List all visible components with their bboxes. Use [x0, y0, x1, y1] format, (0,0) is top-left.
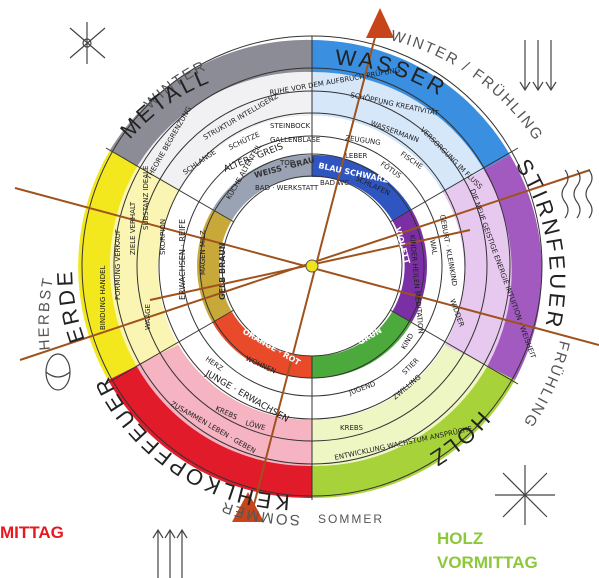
holz-label: HOLZ	[437, 529, 484, 548]
bottom-triangle-marker	[232, 492, 264, 522]
erde-text-7: ERWACHSEN · REIFE	[178, 219, 187, 300]
waves-icon	[561, 169, 593, 219]
wasser-text-7: LEBER	[345, 152, 368, 160]
color-ring	[196, 154, 428, 379]
metall-text-7: GALLENBLASE	[270, 136, 320, 144]
erde-text-8: MAGEN MILZ	[199, 230, 207, 275]
erde-text-4: SUBSTANZ IDEALE	[142, 166, 150, 230]
erde-text-5: WAAGE	[144, 304, 152, 330]
holz-vormittag-label: HOLZ VORMITTAG	[437, 527, 538, 575]
decorative-symbols	[45, 22, 593, 578]
color-yellow-brown	[196, 210, 232, 322]
erde-text-3: ZIELE VERHALT	[129, 201, 137, 255]
color-violet	[392, 210, 428, 322]
color-grey	[212, 154, 312, 220]
color-label-yellow-brown: GELB BRAUN	[218, 243, 227, 300]
top-triangle-marker	[366, 8, 394, 38]
winter-star-icon	[69, 22, 106, 64]
holz-text-2: STIER	[401, 356, 421, 376]
metall-inner	[138, 71, 312, 190]
erde-text-6: SKORPION	[159, 219, 167, 255]
vormittag-label: VORMITTAG	[437, 553, 538, 572]
holz-text-4: JUGEND	[347, 380, 377, 397]
spiral-icon	[45, 353, 71, 391]
color-orange-red	[212, 312, 312, 379]
wasser-inner	[312, 71, 484, 192]
metall-text-4: STEINBOCK	[270, 122, 311, 130]
ring-outlines	[81, 35, 543, 500]
wasser-text-8: BAD WC	[320, 179, 349, 187]
season-autumn: HERBST	[36, 275, 57, 351]
burst-arrows-icon	[495, 465, 555, 525]
holz-text-6: KREBS	[340, 424, 364, 432]
center-dot	[305, 259, 319, 273]
wasser-text-5: ZEUGUNG	[345, 134, 381, 147]
metall-text-6: TOD	[279, 159, 295, 167]
erde-text-2: FORMUNG VERKAUF	[114, 229, 122, 300]
metall-text-8: BAD · WERKSTATT	[255, 184, 319, 192]
season-summer-bottom: SOMMER	[318, 512, 384, 526]
color-blue	[312, 154, 412, 220]
erde-inner	[109, 165, 180, 365]
stirn-text-4: WAL	[428, 239, 439, 255]
up-arrows-icon	[152, 528, 188, 578]
down-arrows-icon	[519, 40, 557, 92]
erde-text-1: BINDUNG HANDEL	[99, 265, 107, 330]
color-green	[312, 312, 412, 379]
mittag-label: MITTAG	[0, 523, 64, 542]
